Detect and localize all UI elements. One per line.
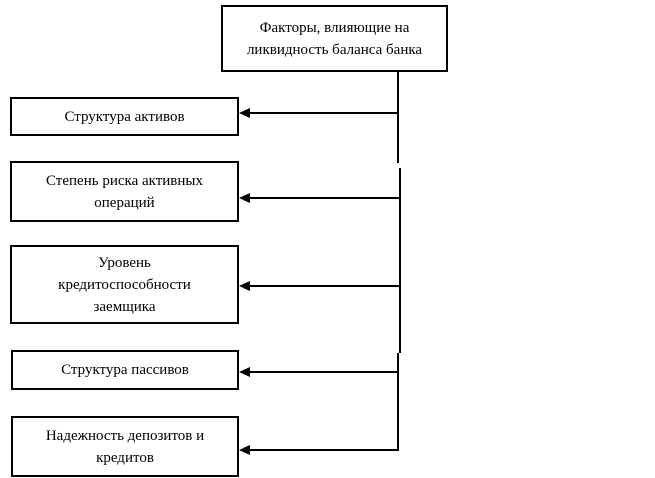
arrowhead-5 [239, 445, 250, 455]
factor-node-liabilities-structure: Структура пассивов [11, 350, 239, 390]
factor-node-assets-structure: Структура активов [10, 97, 239, 136]
factor-node-borrower-creditworthiness: Уровень кредитоспособности заемщика [10, 245, 239, 324]
root-node-label: Факторы, влияющие на ликвидность баланса… [246, 19, 423, 58]
arrowhead-3 [239, 281, 250, 291]
root-node: Факторы, влияющие на ликвидность баланса… [221, 5, 448, 72]
factor-label: Степень риска активных операций [46, 172, 203, 211]
arrowhead-1 [239, 108, 250, 118]
factor-node-deposits-reliability: Надежность депозитов и кредитов [11, 416, 239, 477]
factor-label: Надежность депозитов и кредитов [45, 427, 205, 466]
factor-label: Уровень кредитоспособности заемщика [58, 254, 191, 315]
arrowhead-4 [239, 367, 250, 377]
factor-label: Структура пассивов [61, 362, 189, 378]
factor-node-active-operations-risk: Степень риска активных операций [10, 161, 239, 222]
factor-label: Структура активов [64, 108, 185, 125]
arrowhead-2 [239, 193, 250, 203]
